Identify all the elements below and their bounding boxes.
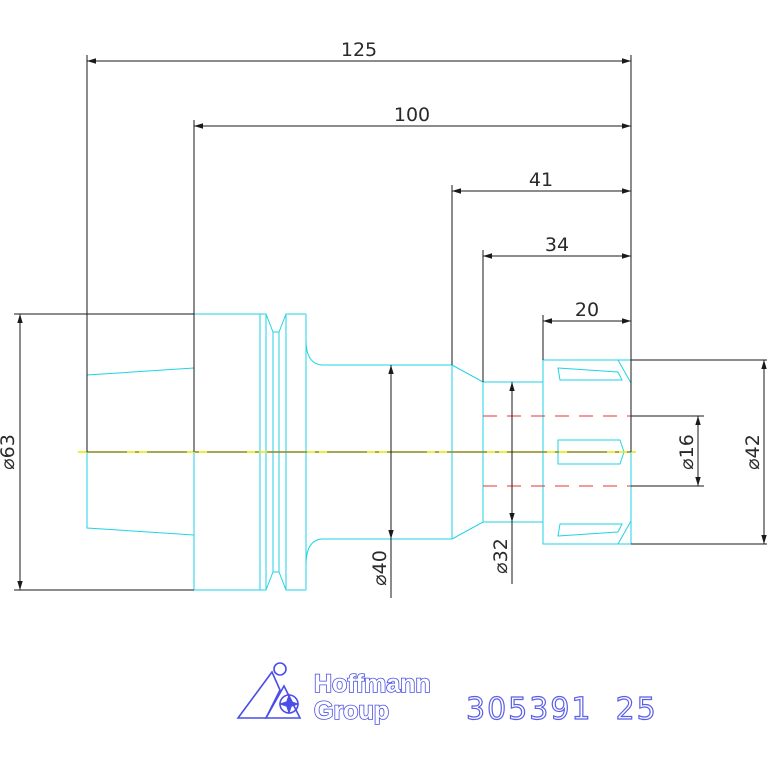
shoulder-bottom — [305, 538, 452, 566]
dim-label-100: 100 — [394, 104, 430, 126]
taper-upper — [86, 367, 195, 452]
dim-label-d42: ⌀42 — [742, 434, 764, 470]
dim-label-41: 41 — [529, 169, 553, 191]
dimension-labels: 125 100 41 34 20 ⌀63 ⌀40 ⌀32 ⌀16 ⌀42 — [0, 39, 764, 586]
shoulder-top — [305, 339, 452, 366]
dim-label-d16: ⌀16 — [676, 434, 698, 470]
dim-label-34: 34 — [545, 234, 569, 256]
dimensions — [14, 55, 767, 598]
taper-lower — [86, 452, 195, 536]
hoffmann-logo: Hoffmann Group — [236, 662, 431, 726]
v-groove-top — [260, 313, 306, 333]
hoffmann-emblem-icon — [236, 662, 302, 719]
hidden-bore — [483, 415, 631, 487]
dim-label-d32: ⌀32 — [490, 538, 512, 574]
dim-label-d40: ⌀40 — [369, 550, 391, 586]
dim-label-20: 20 — [575, 299, 599, 321]
dim-label-d63: ⌀63 — [0, 434, 19, 470]
dim-label-125: 125 — [341, 39, 377, 61]
part-number: 305391 25 — [466, 692, 658, 727]
logo-line-2: Group — [314, 697, 389, 725]
logo-line-1: Hoffmann — [314, 670, 431, 698]
v-groove-bottom — [260, 571, 306, 591]
